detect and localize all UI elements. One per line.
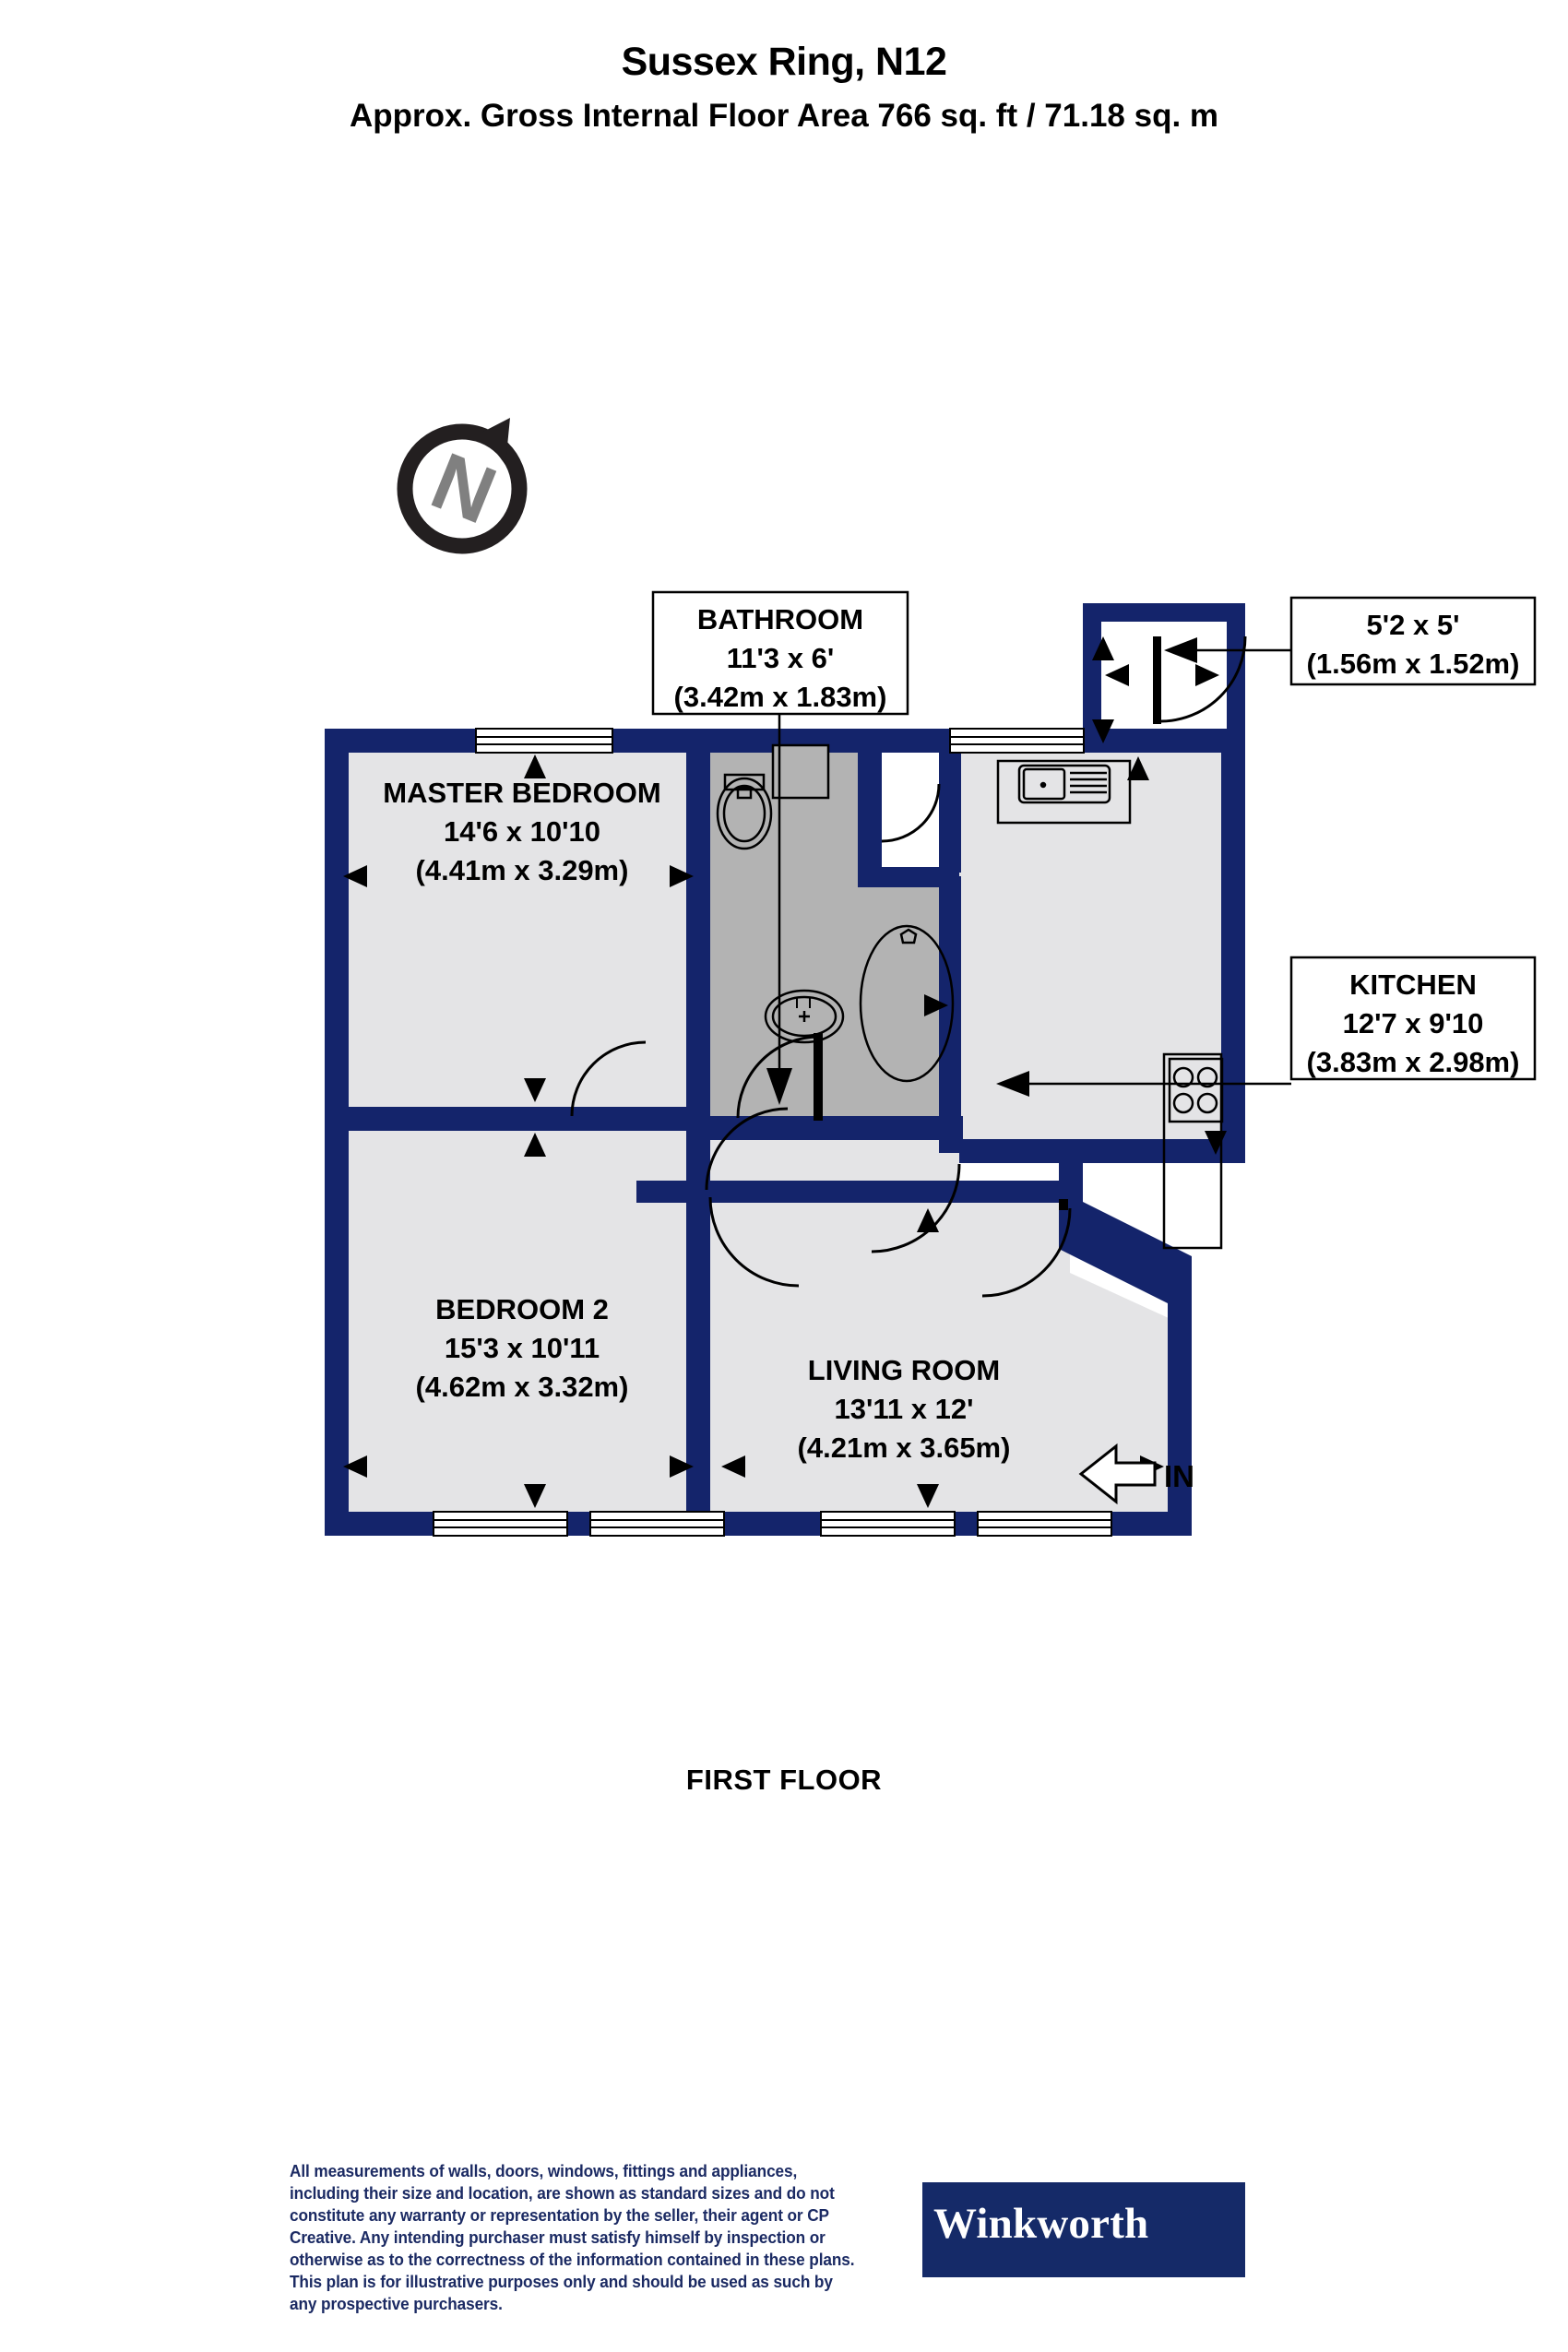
living-room-name: LIVING ROOM <box>808 1354 1000 1386</box>
entrance-in-label: IN <box>1164 1459 1194 1493</box>
windows <box>433 728 1112 1537</box>
kitchen-sink-icon <box>1017 764 1111 804</box>
bedroom2-name: BEDROOM 2 <box>435 1293 609 1325</box>
living-room-metric: (4.21m x 3.65m) <box>798 1431 1011 1464</box>
page-header: Sussex Ring, N12 Approx. Gross Internal … <box>0 40 1568 135</box>
room-label-master-bedroom: MASTER BEDROOM 14'6 x 10'10 (4.41m x 3.2… <box>383 777 660 886</box>
room-label-living-room: LIVING ROOM 13'11 x 12' (4.21m x 3.65m) <box>798 1354 1011 1464</box>
toilet-icon <box>716 773 773 850</box>
entrance-in-marker <box>1078 1443 1157 1505</box>
window-kitchen <box>949 728 1085 754</box>
window-living-left <box>820 1511 956 1537</box>
disclaimer-text: All measurements of walls, doors, window… <box>290 2161 855 2314</box>
leader-arrowheads <box>766 637 1197 1105</box>
bathroom-fixtures <box>716 773 773 850</box>
bathtub-icon <box>859 924 955 1083</box>
kitchen-fixtures <box>996 759 1224 1250</box>
winkworth-logo-block <box>922 2182 1245 2277</box>
doors <box>570 636 1247 1298</box>
master-bedroom-name: MASTER BEDROOM <box>383 777 660 809</box>
living-room-floor <box>710 1199 1181 1526</box>
basin <box>771 743 830 800</box>
bedroom2-imperial: 15'3 x 10'11 <box>445 1332 600 1364</box>
wc-metric: (1.56m x 1.52m) <box>1307 647 1520 680</box>
master-bedroom-floor <box>339 742 697 1107</box>
floor-caption: FIRST FLOOR <box>685 1764 883 1796</box>
room-callout-kitchen: KITCHEN 12'7 x 9'10 (3.83m x 2.98m) <box>1289 956 1537 1081</box>
kitchen-floor <box>959 742 1241 1153</box>
master-bedroom-metric: (4.41m x 3.29m) <box>416 854 629 886</box>
floorplan-drawing: N <box>0 231 1568 1799</box>
window-bedroom2-right <box>589 1511 725 1537</box>
page-footer: All measurements of walls, doors, window… <box>0 2160 1568 2326</box>
window-bedroom2-left <box>433 1511 568 1537</box>
bathroom-name: BATHROOM <box>697 603 863 636</box>
wc-floor <box>1093 618 1241 747</box>
kitchen-name: KITCHEN <box>1349 968 1477 1001</box>
page-subtitle: Approx. Gross Internal Floor Area 766 sq… <box>349 98 1219 135</box>
bedroom2-metric: (4.62m x 3.32m) <box>416 1371 629 1403</box>
master-bedroom-imperial: 14'6 x 10'10 <box>444 815 600 848</box>
room-callout-bathroom: BATHROOM 11'3 x 6' (3.42m x 1.83m) <box>651 590 909 716</box>
north-compass-icon: N <box>397 418 528 554</box>
winkworth-logo-text: Winkworth <box>933 2200 1149 2248</box>
room-callout-wc: 5'2 x 5' (1.56m x 1.52m) <box>1289 596 1537 686</box>
living-room-imperial: 13'11 x 12' <box>835 1393 974 1425</box>
bathroom-metric: (3.42m x 1.83m) <box>674 681 887 713</box>
kitchen-imperial: 12'7 x 9'10 <box>1343 1007 1484 1039</box>
hob-icon <box>1168 1057 1224 1123</box>
leader-lines <box>778 648 1291 1088</box>
wc-imperial: 5'2 x 5' <box>1367 609 1460 641</box>
window-master-bedroom <box>475 728 613 754</box>
page-title: Sussex Ring, N12 <box>621 40 947 84</box>
kitchen-metric: (3.83m x 2.98m) <box>1307 1046 1520 1078</box>
sink-basin <box>764 989 845 1044</box>
bathroom-imperial: 11'3 x 6' <box>727 642 834 674</box>
room-label-bedroom2: BEDROOM 2 15'3 x 10'11 (4.62m x 3.32m) <box>416 1293 629 1403</box>
window-living-right <box>977 1511 1112 1537</box>
